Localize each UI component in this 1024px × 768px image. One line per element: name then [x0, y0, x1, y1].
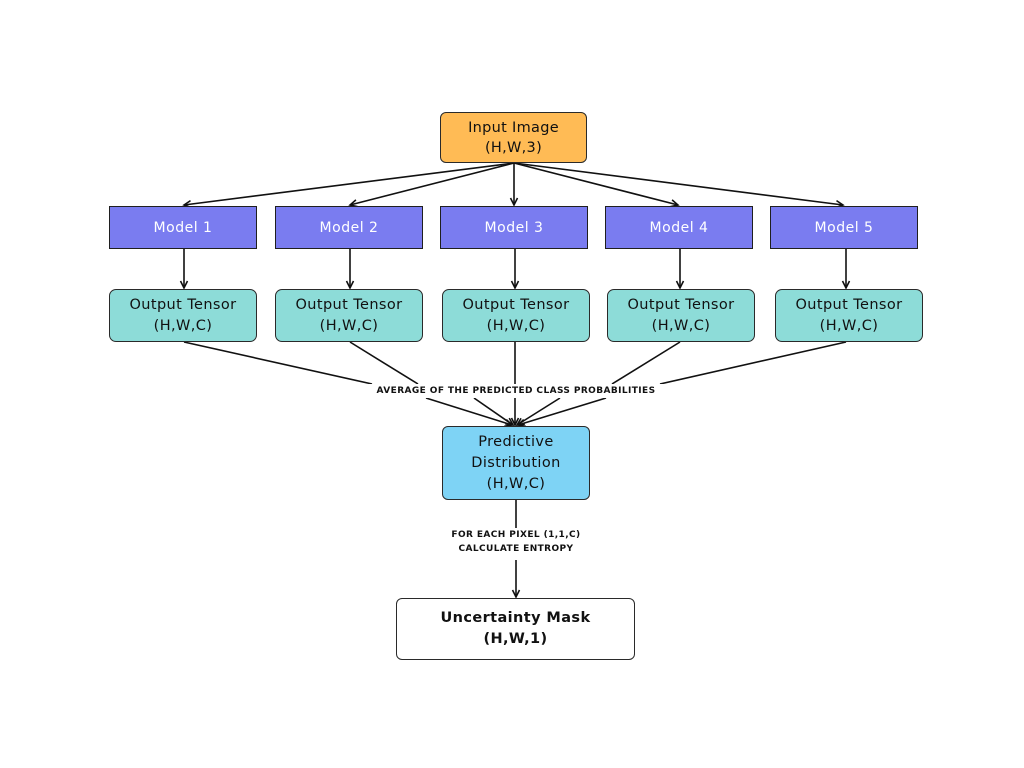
model-1-node: Model 1: [109, 206, 257, 249]
output-tensor-2-title: Output Tensor: [295, 296, 403, 313]
output-tensor-1-node: Output Tensor (H,W,C): [109, 289, 257, 342]
arrow-average-to-predictive-5: [516, 397, 607, 428]
model-5-node: Model 5: [770, 206, 918, 249]
output-tensor-3-shape: (H,W,C): [486, 317, 546, 334]
predictive-distribution-shape: (H,W,C): [486, 475, 546, 492]
arrow-input-to-model-1: [182, 162, 515, 209]
model-2-label: Model 2: [319, 219, 379, 236]
model-3-node: Model 3: [440, 206, 588, 249]
entropy-step-line-1: FOR EACH PIXEL (1,1,C): [451, 530, 581, 540]
model-5-label: Model 5: [814, 219, 874, 236]
output-tensor-4-shape: (H,W,C): [651, 317, 711, 334]
output-tensor-2-shape: (H,W,C): [319, 317, 379, 334]
uncertainty-mask-node: Uncertainty Mask (H,W,1): [396, 598, 635, 660]
line-tensor-1-to-average: [183, 341, 373, 385]
output-tensor-3-node: Output Tensor (H,W,C): [442, 289, 590, 342]
model-4-label: Model 4: [649, 219, 709, 236]
line-tensor-4-to-average: [611, 341, 681, 385]
predictive-distribution-line-1: Predictive: [478, 433, 554, 450]
uncertainty-mask-title: Uncertainty Mask: [440, 610, 591, 626]
arrow-average-to-predictive-2: [473, 397, 515, 427]
output-tensor-1-title: Output Tensor: [129, 296, 237, 313]
line-tensor-2-to-average: [349, 341, 419, 385]
output-tensor-2-node: Output Tensor (H,W,C): [275, 289, 423, 342]
arrow-input-to-model-2: [348, 162, 515, 208]
arrow-average-to-predictive-1: [425, 397, 514, 428]
model-1-label: Model 1: [153, 219, 213, 236]
uncertainty-mask-shape: (H,W,1): [483, 631, 548, 647]
model-4-node: Model 4: [605, 206, 753, 249]
entropy-step-label: FOR EACH PIXEL (1,1,C) CALCULATE ENTROPY: [432, 528, 600, 556]
output-tensor-5-title: Output Tensor: [795, 296, 903, 313]
output-tensor-4-title: Output Tensor: [627, 296, 735, 313]
output-tensor-3-title: Output Tensor: [462, 296, 570, 313]
output-tensor-1-shape: (H,W,C): [153, 317, 213, 334]
output-tensor-5-shape: (H,W,C): [819, 317, 879, 334]
arrow-input-to-model-4: [513, 162, 680, 208]
arrow-average-to-predictive-4: [515, 397, 561, 426]
output-tensor-5-node: Output Tensor (H,W,C): [775, 289, 923, 342]
predictive-distribution-line-2: Distribution: [471, 454, 561, 471]
input-image-title: Input Image: [468, 119, 559, 136]
arrow-input-to-model-5: [513, 162, 845, 209]
model-3-label: Model 3: [484, 219, 544, 236]
output-tensor-4-node: Output Tensor (H,W,C): [607, 289, 755, 342]
entropy-step-line-2: CALCULATE ENTROPY: [458, 544, 574, 554]
line-tensor-5-to-average: [659, 341, 847, 385]
model-2-node: Model 2: [275, 206, 423, 249]
input-image-node: Input Image (H,W,3): [440, 112, 587, 163]
input-image-shape: (H,W,3): [484, 139, 543, 156]
average-probabilities-label: AVERAGE OF THE PREDICTED CLASS PROBABILI…: [366, 384, 666, 398]
predictive-distribution-node: Predictive Distribution (H,W,C): [442, 426, 590, 500]
